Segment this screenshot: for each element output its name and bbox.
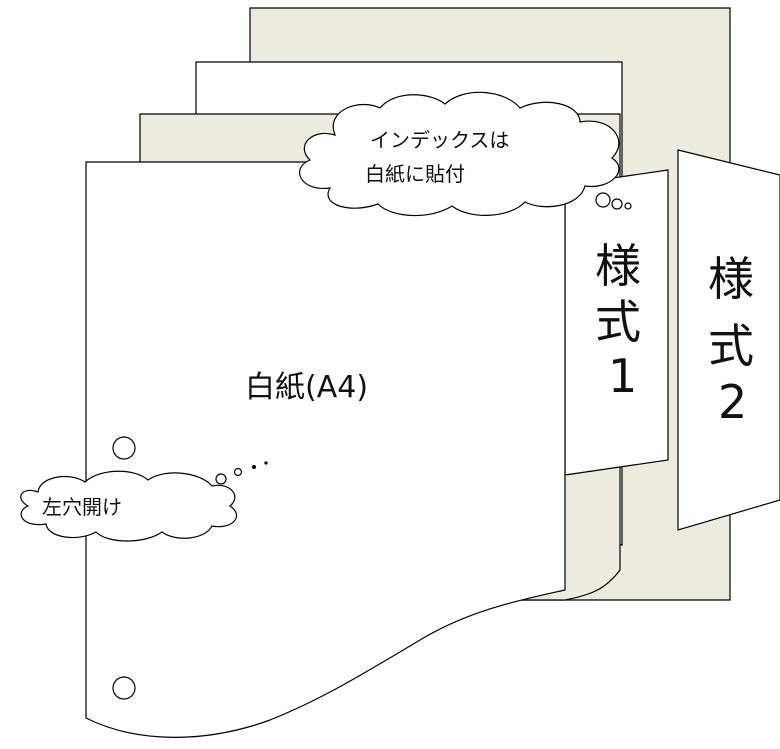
hole-note-cloud [20, 470, 237, 542]
tab-2-char-1: 様 [708, 252, 754, 306]
tab-1-char-2: 式 [595, 295, 641, 349]
main-sheet-label: 白紙(A4) [245, 370, 368, 405]
thought-dot [624, 202, 632, 210]
tab-2-char-3: 2 [718, 375, 747, 429]
thought-dot [611, 198, 623, 210]
binder-hole-bottom [112, 676, 136, 700]
front-sheet [85, 161, 566, 738]
index-note-line-1: インデックスは [370, 128, 509, 152]
thought-dot [264, 461, 268, 465]
hole-note-text: 左穴開け [42, 495, 122, 519]
tab-2 [677, 149, 780, 531]
binder-hole-top [112, 436, 136, 460]
thought-dot [595, 192, 611, 208]
thought-dot [233, 467, 243, 477]
index-note-cloud [299, 91, 620, 217]
tab-2-char-2: 式 [708, 319, 754, 373]
tab-1-char-1: 様 [595, 239, 641, 293]
index-note-line-2: 白紙に貼付 [365, 162, 465, 186]
thought-dot [215, 473, 227, 485]
thought-dot [252, 465, 256, 469]
tab-1-char-3: 1 [608, 349, 637, 403]
